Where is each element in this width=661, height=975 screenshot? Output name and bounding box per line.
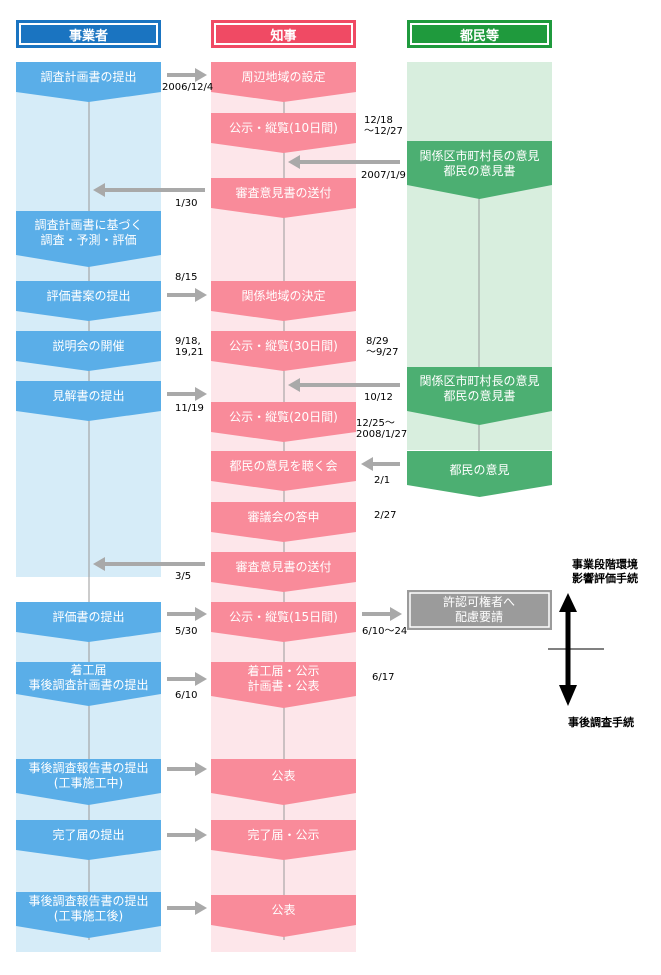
step-review-sent-2: 審査意見書の送付 <box>235 559 332 574</box>
date-label: 2/1 <box>374 475 391 486</box>
date-label: 6/10〜24 <box>362 626 408 637</box>
step-citizen-opinion-1: 関係区市町村長の意見 都民の意見書 <box>419 149 540 178</box>
box-report-after <box>16 892 161 938</box>
box-plan-submit <box>16 62 161 102</box>
date-label: 11/19 <box>175 403 204 414</box>
step-permit-request: 許認可権者へ 配慮要請 <box>442 595 515 624</box>
step-completion-public: 完了届・公示 <box>247 827 320 842</box>
box-citizen-opinion-2 <box>407 367 552 425</box>
step-draft-submit: 評価書案の提出 <box>46 288 131 303</box>
box-draft-submit <box>16 281 161 321</box>
step-publication-1: 公表 <box>271 768 296 783</box>
box-publication-2 <box>211 895 356 937</box>
arrow-opinion-to-governor-head <box>288 155 300 169</box>
step-plan-submit: 調査計画書の提出 <box>40 69 137 84</box>
box-survey <box>16 211 161 267</box>
arrow-report2-to-publication-head <box>195 901 207 915</box>
arrow-eval-to-public-head <box>195 607 207 621</box>
arrow-report-to-publication-head <box>195 762 207 776</box>
box-hearing <box>211 451 356 491</box>
box-start-notice <box>16 662 161 706</box>
step-survey: 調査計画書に基づく 調査・予測・評価 <box>34 218 143 247</box>
step-completion: 完了届の提出 <box>52 827 125 842</box>
date-label: 2007/1/9 <box>361 170 406 181</box>
date-label: 12/25〜 2008/1/27 <box>356 418 408 440</box>
date-label: 2006/12/4 <box>162 82 214 93</box>
side-arrow-down-head <box>559 685 577 706</box>
box-review-sent-2 <box>211 552 356 592</box>
date-label: 5/30 <box>175 626 198 637</box>
step-eval-submit: 評価書の提出 <box>52 609 125 624</box>
header-governor: 知事 <box>211 20 356 48</box>
date-label: 6/17 <box>372 672 395 683</box>
arrow-completion-to-public-head <box>195 828 207 842</box>
side-arrow-up-head <box>559 593 577 612</box>
date-label: 6/10 <box>175 690 198 701</box>
box-area-setting <box>211 62 356 102</box>
step-briefing: 説明会の開催 <box>52 338 125 353</box>
step-public-10: 公示・縦覧(10日間) <box>229 120 338 135</box>
step-citizen-opinion: 都民の意見 <box>449 462 510 477</box>
header-business: 事業者 <box>16 20 161 48</box>
box-eval-submit <box>16 602 161 642</box>
step-report-after: 事後調査報告書の提出 (工事施工後) <box>28 894 149 923</box>
date-label: 12/18 〜12/27 <box>364 115 403 137</box>
side-label-post-survey: 事後調査手続 <box>568 716 634 729</box>
arrow-review-to-business-head <box>93 183 105 197</box>
arrow-start-to-public-head <box>195 672 207 686</box>
step-opinion-submit: 見解書の提出 <box>52 388 125 403</box>
box-public-30 <box>211 331 356 371</box>
arrow-plan-to-area-head <box>195 68 207 82</box>
arrow-citizen-to-hearing-head <box>361 457 373 471</box>
box-opinion-submit <box>16 381 161 421</box>
date-label: 8/15 <box>175 272 198 283</box>
arrow-view-to-public-head <box>195 387 207 401</box>
arrow-public-to-permit-head <box>390 607 402 621</box>
step-report-during: 事後調査報告書の提出 (工事施工中) <box>28 761 149 790</box>
arrow-review2-to-business-head <box>93 557 105 571</box>
box-public-15 <box>211 602 356 642</box>
step-council: 審議会の答申 <box>247 509 320 524</box>
date-label: 8/29 〜9/27 <box>366 336 399 358</box>
step-area-setting: 周辺地域の設定 <box>241 69 326 84</box>
step-public-15: 公示・縦覧(15日間) <box>229 609 338 624</box>
box-permit-inner-border <box>409 592 550 628</box>
step-area-decision: 関係地域の決定 <box>241 288 326 303</box>
step-citizen-opinion-2: 関係区市町村長の意見 都民の意見書 <box>419 374 540 403</box>
box-briefing <box>16 331 161 371</box>
side-label-assessment: 事業段階環境 影響評価手続 <box>572 558 638 585</box>
step-review-sent-1: 審査意見書の送付 <box>235 185 332 200</box>
box-permit-request <box>407 590 552 630</box>
box-publication-1 <box>211 759 356 805</box>
box-start-public <box>211 662 356 708</box>
date-label: 1/30 <box>175 198 198 209</box>
box-review-sent-1 <box>211 178 356 218</box>
arrow-draft-to-decision-head <box>195 288 207 302</box>
date-label: 10/12 <box>364 392 393 403</box>
box-completion-public <box>211 820 356 860</box>
box-citizen-opinion <box>407 451 552 497</box>
date-label: 9/18, 19,21 <box>175 336 204 358</box>
box-completion <box>16 820 161 860</box>
arrow-opinion2-to-governor-head <box>288 378 300 392</box>
date-label: 2/27 <box>374 510 397 521</box>
box-report-during <box>16 759 161 805</box>
date-label: 3/5 <box>175 571 192 582</box>
step-public-20: 公示・縦覧(20日間) <box>229 409 338 424</box>
box-citizen-opinion-1 <box>407 141 552 199</box>
box-area-decision <box>211 281 356 321</box>
box-public-10 <box>211 113 356 153</box>
step-hearing: 都民の意見を聴く会 <box>229 458 338 473</box>
step-start-public: 着工届・公示 計画書・公表 <box>247 664 320 693</box>
step-start-notice: 着工届 事後調査計画書の提出 <box>28 663 149 692</box>
step-public-30: 公示・縦覧(30日間) <box>229 338 338 353</box>
box-public-20 <box>211 402 356 442</box>
step-publication-2: 公表 <box>271 902 296 917</box>
header-citizens: 都民等 <box>407 20 552 48</box>
box-council <box>211 502 356 542</box>
